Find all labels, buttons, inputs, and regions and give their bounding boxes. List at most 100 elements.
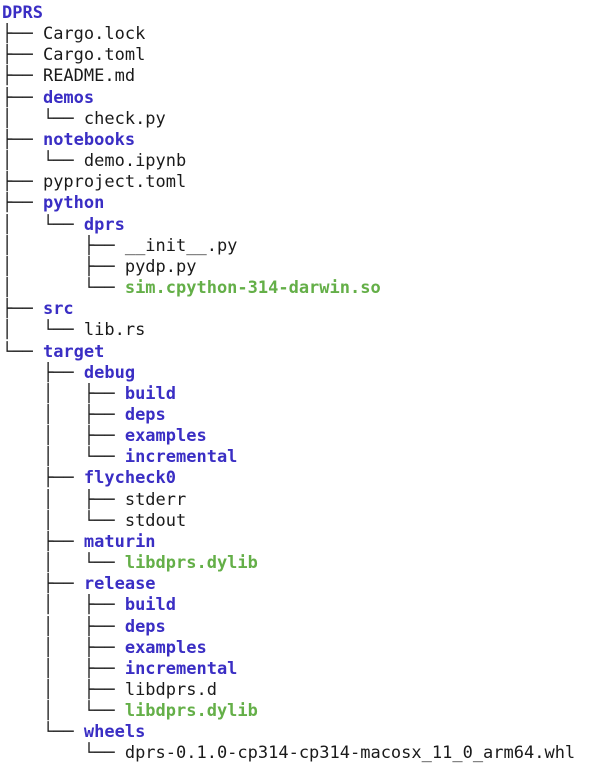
file-name: lib.rs [83, 320, 146, 341]
tree-entry: ├── python [2, 193, 602, 214]
directory-name: examples [124, 637, 207, 658]
directory-name: flycheck0 [83, 468, 177, 489]
tree-branch-glyphs: ├── [2, 172, 43, 193]
tree-branch-glyphs: └── [2, 722, 84, 743]
tree-entry: └── dprs-0.1.0-cp314-cp314-macosx_11_0_a… [2, 743, 602, 764]
file-name: dprs-0.1.0-cp314-cp314-macosx_11_0_arm64… [124, 743, 576, 764]
tree-branch-glyphs: ├── [2, 193, 43, 214]
tree-entry: │ └── libdprs.dylib [2, 553, 602, 574]
tree-entry: │ └── libdprs.dylib [2, 701, 602, 722]
tree-branch-glyphs: │ └── [2, 510, 125, 531]
tree-branch-glyphs: ├── [2, 66, 43, 87]
tree-branch-glyphs: ├── [2, 574, 84, 595]
directory-name: DPRS [2, 3, 43, 23]
file-name: stdout [124, 510, 187, 531]
directory-name: src [42, 299, 74, 320]
tree-entry: │ ├── stderr [2, 490, 602, 511]
tree-branch-glyphs: │ └── [2, 108, 84, 129]
directory-name: examples [124, 426, 207, 447]
file-name: stderr [124, 489, 187, 510]
file-name: pydp.py [124, 256, 197, 277]
directory-name: python [42, 193, 105, 214]
tree-branch-glyphs: │ ├── [2, 235, 125, 256]
tree-entry: ├── Cargo.lock [2, 24, 602, 45]
tree-entry: │ ├── build [2, 384, 602, 405]
tree-branch-glyphs: │ ├── [2, 256, 125, 277]
tree-branch-glyphs: │ ├── [2, 616, 125, 637]
tree-entry: │ └── demo.ipynb [2, 151, 602, 172]
tree-entry: └── wheels [2, 722, 602, 743]
tree-entry: ├── Cargo.toml [2, 45, 602, 66]
directory-name: deps [124, 404, 166, 425]
tree-entry: │ ├── examples [2, 638, 602, 659]
tree-entry: │ ├── pydp.py [2, 257, 602, 278]
tree-branch-glyphs: │ ├── [2, 489, 125, 510]
tree-entry: ├── demos [2, 88, 602, 109]
tree-branch-glyphs: │ ├── [2, 637, 125, 658]
tree-branch-glyphs: └── [2, 743, 125, 764]
tree-branch-glyphs: ├── [2, 468, 84, 489]
tree-entry: ├── debug [2, 363, 602, 384]
tree-entry: │ ├── incremental [2, 659, 602, 680]
tree-branch-glyphs: │ ├── [2, 426, 125, 447]
tree-branch-glyphs: │ ├── [2, 383, 125, 404]
tree-entry: ├── src [2, 299, 602, 320]
file-name: README.md [42, 66, 136, 87]
file-name: sim.cpython-314-darwin.so [124, 278, 381, 299]
tree-entry: │ └── lib.rs [2, 320, 602, 341]
tree-entry: │ ├── libdprs.d [2, 680, 602, 701]
tree-entry: ├── notebooks [2, 130, 602, 151]
tree-branch-glyphs: │ └── [2, 701, 125, 722]
tree-entry: ├── README.md [2, 66, 602, 87]
tree-branch-glyphs: ├── [2, 129, 43, 150]
tree-branch-glyphs: ├── [2, 24, 43, 45]
directory-name: debug [83, 362, 136, 383]
tree-entry: └── target [2, 342, 602, 363]
directory-name: release [83, 574, 156, 595]
tree-branch-glyphs: └── [2, 341, 43, 362]
directory-name: incremental [124, 447, 238, 468]
tree-entry: │ └── stdout [2, 511, 602, 532]
file-name: libdprs.d [124, 680, 217, 700]
tree-branch-glyphs: │ ├── [2, 404, 125, 425]
tree-entry: ├── flycheck0 [2, 468, 602, 489]
directory-name: build [124, 595, 177, 616]
tree-branch-glyphs: ├── [2, 45, 43, 66]
tree-branch-glyphs: │ ├── [2, 680, 125, 700]
tree-entry: │ └── incremental [2, 447, 602, 468]
tree-branch-glyphs: │ ├── [2, 658, 125, 679]
file-name: pyproject.toml [42, 172, 187, 193]
tree-branch-glyphs: │ └── [2, 278, 125, 299]
directory-name: build [124, 383, 177, 404]
tree-branch-glyphs: │ └── [2, 320, 84, 341]
tree-entry: DPRS [2, 3, 602, 24]
file-name: Cargo.toml [42, 45, 146, 66]
directory-name: wheels [83, 722, 146, 743]
tree-branch-glyphs: │ └── [2, 151, 84, 172]
file-name: libdprs.dylib [124, 701, 258, 722]
tree-entry: │ ├── examples [2, 426, 602, 447]
file-name: libdprs.dylib [124, 553, 258, 574]
tree-entry: │ ├── build [2, 595, 602, 616]
directory-name: notebooks [42, 129, 136, 150]
tree-branch-glyphs: │ └── [2, 214, 84, 235]
tree-entry: │ └── sim.cpython-314-darwin.so [2, 278, 602, 299]
tree-branch-glyphs: ├── [2, 531, 84, 552]
file-name: check.py [83, 108, 166, 129]
tree-entry: │ ├── deps [2, 405, 602, 426]
tree-entry: ├── maturin [2, 532, 602, 553]
tree-branch-glyphs: │ └── [2, 553, 125, 574]
directory-name: target [42, 341, 105, 362]
file-name: demo.ipynb [83, 151, 187, 172]
file-name: Cargo.lock [42, 24, 146, 45]
directory-name: demos [42, 87, 95, 108]
tree-branch-glyphs: │ ├── [2, 595, 125, 616]
tree-entry: │ └── check.py [2, 109, 602, 130]
tree-branch-glyphs: ├── [2, 299, 43, 320]
directory-name: dprs [83, 214, 125, 235]
tree-entry: │ ├── deps [2, 617, 602, 638]
file-name: __init__.py [124, 235, 238, 256]
directory-name: incremental [124, 658, 238, 679]
tree-entry: ├── release [2, 574, 602, 595]
